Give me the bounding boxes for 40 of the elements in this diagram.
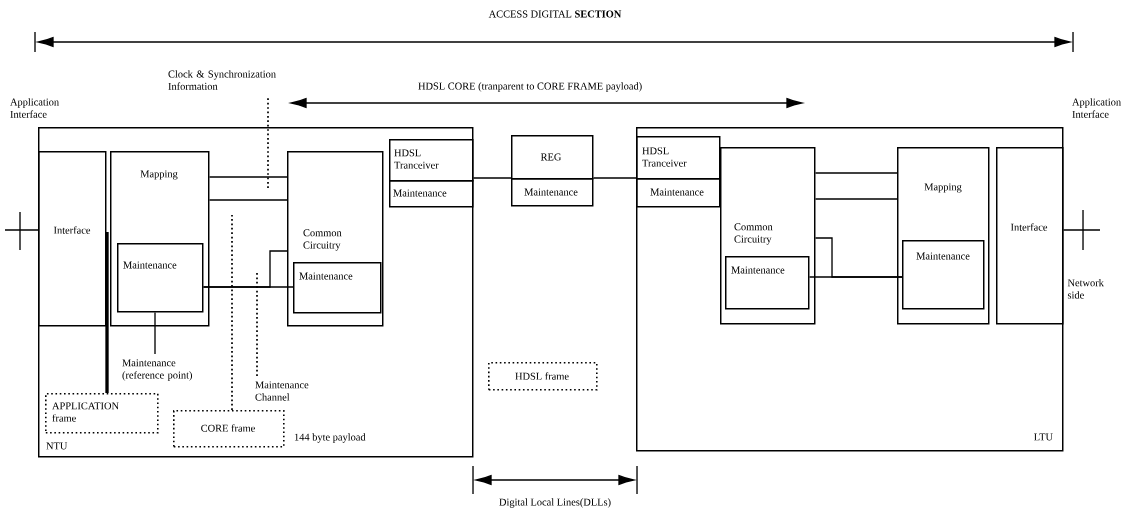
maintenance-box: Maintenance bbox=[117, 243, 204, 313]
frame-box: APPLICATION frame bbox=[45, 393, 159, 434]
regenerator-box: REG bbox=[511, 135, 594, 180]
node-label: Network side bbox=[1067, 279, 1104, 299]
annotation-text: Clock & Synchronization Information bbox=[168, 70, 276, 90]
connector-line bbox=[208, 199, 288, 201]
connector-line bbox=[814, 237, 903, 278]
connector-line bbox=[1062, 229, 1101, 231]
payload-label: 144 byte payload bbox=[294, 433, 366, 443]
section-label: ACCESS DIGITAL SECTION bbox=[488, 10, 622, 18]
dotted-line bbox=[231, 214, 233, 411]
interface-label: Application Interface bbox=[1072, 98, 1121, 118]
core-label: HDSL CORE (tranparent to CORE FRAME payload) bbox=[418, 82, 642, 92]
frame-box: CORE frame bbox=[173, 410, 285, 448]
lines-label: Digital Local Lines(DLLs) bbox=[499, 498, 611, 508]
connector-line bbox=[814, 172, 898, 174]
connector-line bbox=[208, 176, 288, 178]
maintenance-box: Maintenance bbox=[511, 178, 594, 207]
connector-line bbox=[592, 177, 637, 179]
interface-box: Interface bbox=[38, 151, 107, 327]
maintenance-box: Maintenance bbox=[636, 178, 721, 208]
maintenance-box: Maintenance bbox=[293, 262, 382, 314]
maintenance-box: Maintenance bbox=[389, 180, 474, 208]
maintenance-box: Maintenance bbox=[902, 240, 985, 310]
interface-box: Interface Network side bbox=[996, 147, 1104, 325]
transceiver-box: HDSL Tranceiver bbox=[389, 139, 474, 182]
annotation-text: Maintenance (reference point) bbox=[122, 359, 192, 381]
interface-label: Application Interface bbox=[10, 98, 59, 118]
frame-box: HDSL frame bbox=[488, 362, 598, 391]
transceiver-box: HDSL Tranceiver bbox=[636, 136, 721, 180]
annotation-text: Maintenance Channel bbox=[255, 381, 309, 401]
connector-line bbox=[814, 198, 898, 200]
maintenance-box: Maintenance bbox=[725, 256, 810, 310]
connector-line bbox=[202, 250, 288, 288]
dotted-line bbox=[267, 97, 269, 191]
leader-line bbox=[105, 232, 109, 393]
connector-line bbox=[4, 229, 39, 231]
leader-line bbox=[154, 311, 156, 355]
dotted-line bbox=[256, 271, 258, 377]
connector-line bbox=[472, 177, 512, 179]
